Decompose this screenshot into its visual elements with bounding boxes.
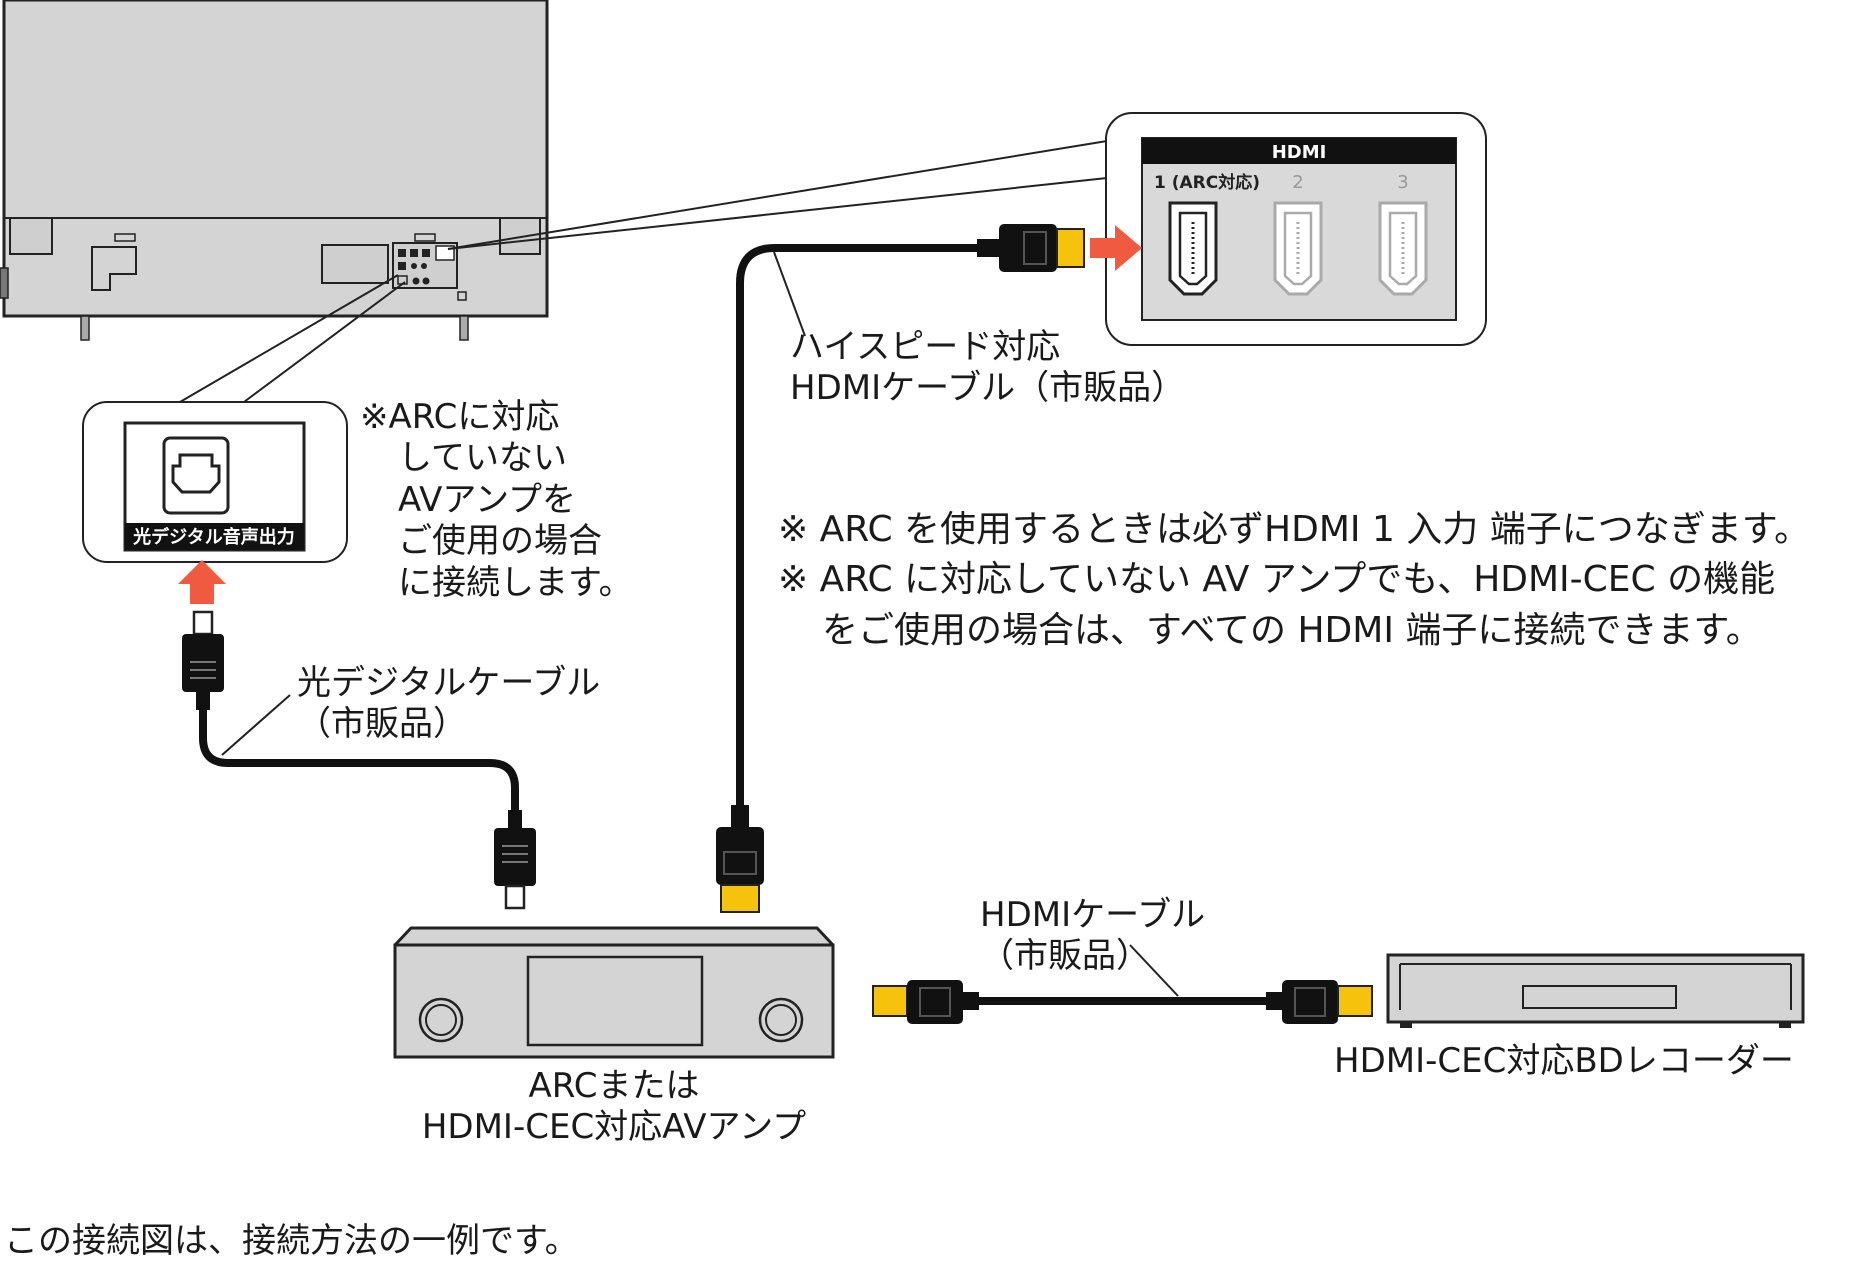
hdmi-port-1-label: 1 (ARC対応) <box>1154 172 1260 193</box>
hdmi-port-2-label: 2 <box>1292 172 1303 193</box>
highspeed-cable-line-2: HDMIケーブル（市販品） <box>790 368 1186 409</box>
highspeed-cable-line-1: ハイスピード対応 <box>790 327 1061 367</box>
optical-port-icon <box>162 436 230 515</box>
arrow-to-hdmi-1 <box>1090 225 1142 271</box>
hdmi-cable-amp-bd <box>872 944 1373 1024</box>
optical-cable-label: 光デジタルケーブル （市販品） <box>297 663 600 746</box>
optical-port-label: 光デジタル音声出力 <box>132 526 295 548</box>
hdmi-port-3-label: 3 <box>1397 172 1408 193</box>
hdmi-panel-callout: HDMI 1 (ARC対応) 2 3 <box>1105 112 1487 346</box>
optical-note-line-2: していない <box>398 438 567 479</box>
tv-rear <box>0 0 549 341</box>
av-amplifier <box>393 926 835 1059</box>
hdmi-panel-header: HDMI <box>1272 142 1327 163</box>
optical-note-line-1: ※ARCに対応 <box>360 397 560 437</box>
bd-recorder-label: HDMI-CEC対応BDレコーダー <box>1334 1041 1794 1081</box>
footer-caption: この接続図は、接続方法の一例です。 <box>4 1221 579 1261</box>
optical-note-line-3: AVアンプを <box>398 479 576 520</box>
optical-panel-callout: 光デジタル音声出力 <box>82 401 348 563</box>
note-line-1: ※ ARC を使用するときは必ずHDMI 1 入力 端子につなぎます。 <box>778 509 1811 550</box>
arrow-to-optical <box>178 560 226 604</box>
bd-recorder <box>1386 953 1805 1028</box>
hdmi-cable-line-2: （市販品） <box>980 936 1150 977</box>
highspeed-hdmi-cable <box>716 224 1085 913</box>
optical-note-label: ※ARCに対応 していない AVアンプを ご使用の場合 に接続します。 <box>360 397 633 604</box>
hdmi-cable-label: HDMIケーブル （市販品） <box>980 895 1205 978</box>
hdmi-cable-line-1: HDMIケーブル <box>980 895 1206 935</box>
optical-cable-line-1: 光デジタルケーブル <box>297 663 601 703</box>
callout-lines <box>179 140 1108 403</box>
hdmi-port-3 <box>1378 201 1428 296</box>
note-line-2: ※ ARC に対応していない AV アンプでも、HDMI-CEC の機能 <box>778 559 1776 601</box>
tv-terminal-panel <box>392 242 458 289</box>
av-amp-line-1: ARCまたは <box>528 1066 700 1106</box>
note-line-3: をご使用の場合は、すべての HDMI 端子に接続できます。 <box>822 609 1762 651</box>
optical-cable-line-2: （市販品） <box>297 704 467 745</box>
highspeed-cable-label: ハイスピード対応 HDMIケーブル（市販品） <box>790 327 1185 410</box>
av-amp-label: ARCまたは HDMI-CEC対応AVアンプ <box>394 1066 834 1149</box>
notes-block: ※ ARC を使用するときは必ずHDMI 1 入力 端子につなぎます。 ※ AR… <box>778 505 1810 656</box>
hdmi-port-1 <box>1168 201 1218 296</box>
optical-note-line-5: に接続します。 <box>398 562 633 603</box>
optical-note-line-4: ご使用の場合 <box>398 521 602 562</box>
hdmi-port-2 <box>1273 201 1323 296</box>
optical-cable <box>182 610 536 910</box>
av-amp-line-2: HDMI-CEC対応AVアンプ <box>421 1107 807 1148</box>
